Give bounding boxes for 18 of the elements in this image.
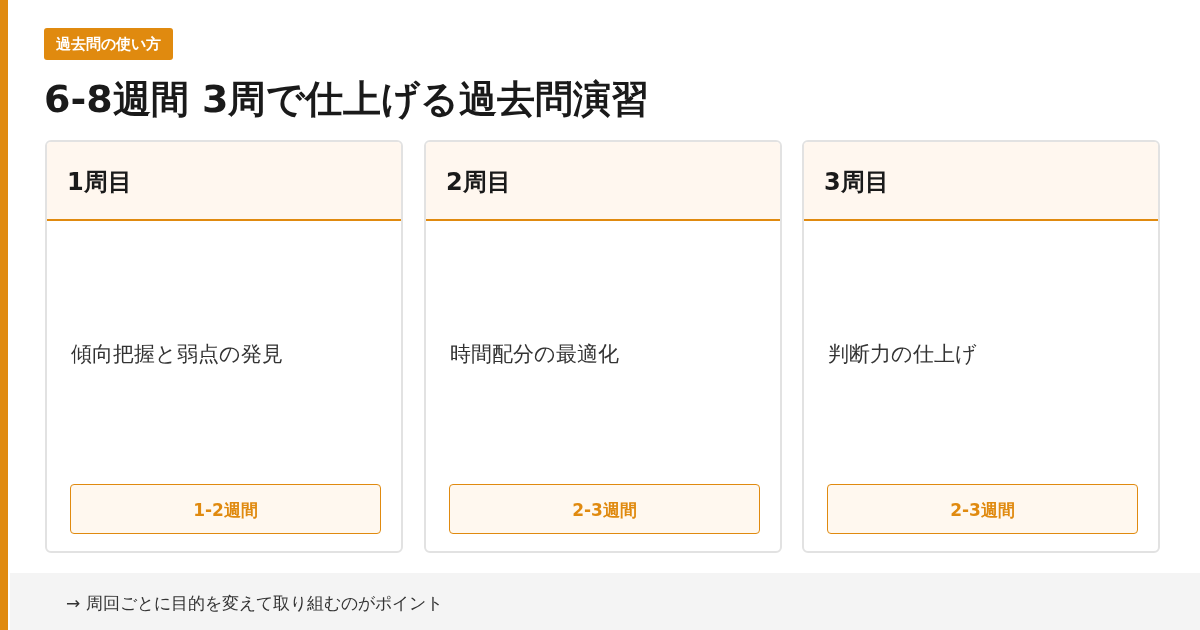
stage-heading: 3周目: [824, 167, 889, 198]
stage-heading: 2周目: [446, 167, 511, 198]
duration-badge: [449, 484, 760, 534]
stage-description: 時間配分の最適化: [450, 341, 619, 368]
duration-badge: [827, 484, 1138, 534]
duration-text: 2-3週間: [571, 499, 638, 522]
duration-badge: [70, 484, 381, 534]
note-text: → 周回ごとに目的を変えて取り組むのがポイント: [66, 592, 443, 615]
stage-card: [802, 140, 1160, 553]
title: 6-8週間 3周で仕上げる過去問演習: [44, 76, 650, 123]
stage-heading: 1周目: [67, 167, 132, 198]
category-tag: 過去問の使い方: [44, 28, 173, 60]
duration-text: 1-2週間: [192, 499, 259, 522]
stage-card: [424, 140, 782, 553]
stage-card: [45, 140, 403, 553]
stage-description: 傾向把握と弱点の発見: [71, 341, 283, 368]
duration-text: 2-3週間: [949, 499, 1016, 522]
stage-description: 判断力の仕上げ: [828, 341, 977, 368]
